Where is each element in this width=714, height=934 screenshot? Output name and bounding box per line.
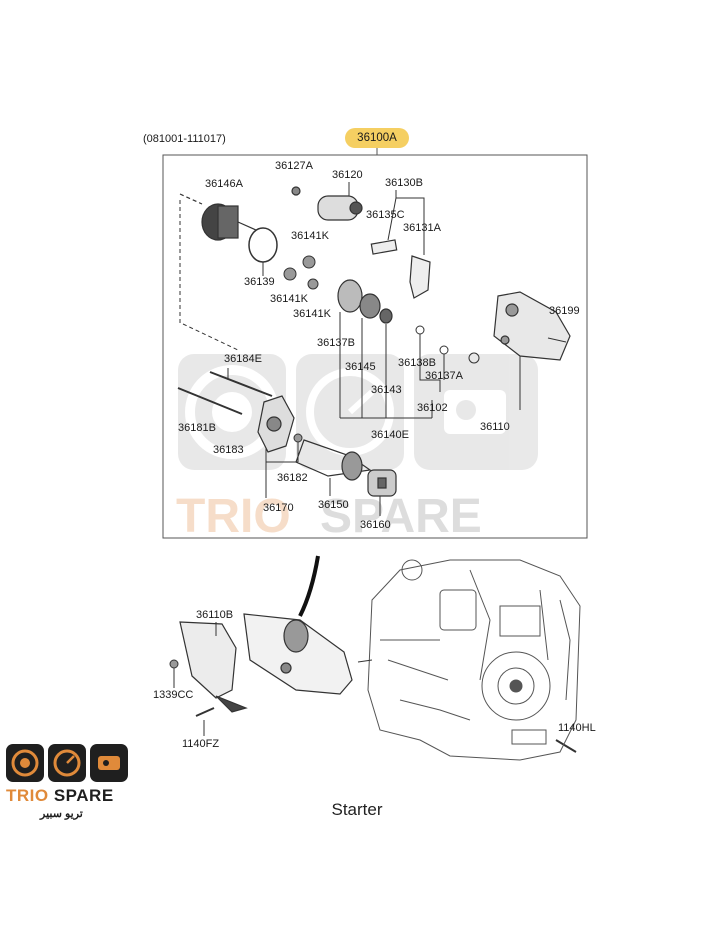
starter-assembly-drawing [243, 613, 353, 695]
callout-36181B[interactable]: 36181B [178, 422, 216, 434]
assembly-part-badge[interactable]: 36100A [345, 128, 409, 148]
nut-part [302, 255, 316, 269]
callout-36199[interactable]: 36199 [549, 305, 580, 317]
watermark-logo [178, 354, 538, 470]
callout-36110B[interactable]: 36110B [196, 609, 234, 621]
callout-36137A[interactable]: 36137A [425, 370, 463, 382]
through-bolt-part [209, 371, 273, 397]
brand-name-part2: SPARE [53, 786, 114, 805]
callout-36183[interactable]: 36183 [213, 444, 244, 456]
callout-36146A[interactable]: 36146A [205, 178, 243, 190]
solenoid-part [291, 186, 363, 221]
ring-part-2 [439, 345, 449, 355]
callout-36160[interactable]: 36160 [360, 519, 391, 531]
callout-36170[interactable]: 36170 [263, 502, 294, 514]
nut-part-3 [307, 278, 319, 290]
brand-logo [6, 744, 128, 782]
lever-part [370, 239, 431, 299]
upper-assembly-frame [162, 154, 588, 539]
bolt-part-3 [555, 739, 577, 753]
ring-part [415, 325, 425, 335]
bush-part [468, 352, 480, 364]
brush-holder-part [367, 469, 397, 497]
callout-36137B[interactable]: 36137B [317, 337, 355, 349]
watermark-text-2: SPARE [320, 490, 482, 543]
callout-36182[interactable]: 36182 [277, 472, 308, 484]
engine-block-drawing [367, 559, 581, 761]
screw-part [293, 433, 303, 443]
callout-36141K-b[interactable]: 36141K [270, 293, 308, 305]
date-range-label: (081001-111017) [143, 133, 226, 145]
callout-36138B[interactable]: 36138B [398, 357, 436, 369]
nut-part-2 [283, 267, 297, 281]
yoke-part [295, 439, 372, 481]
callout-36143[interactable]: 36143 [371, 384, 402, 396]
bolt-part-2 [195, 707, 215, 717]
callout-36135C[interactable]: 36135C [366, 209, 405, 221]
diagram-caption: Starter [331, 800, 383, 819]
callout-36145[interactable]: 36145 [345, 361, 376, 373]
callout-36141K-c[interactable]: 36141K [293, 308, 331, 320]
brand-name-part1: TRIO [6, 786, 49, 805]
callout-1140HL[interactable]: 1140HL [558, 722, 596, 734]
watermark-text: TRIO [176, 490, 291, 543]
brand-arabic: تريو سبير [40, 808, 83, 820]
callout-36141K-a[interactable]: 36141K [291, 230, 329, 242]
callout-36131A[interactable]: 36131A [403, 222, 441, 234]
callout-36139[interactable]: 36139 [244, 276, 275, 288]
through-bolt-part-2 [177, 387, 243, 415]
brand-name: TRIO SPARE [6, 786, 114, 806]
armature-part [179, 193, 257, 241]
callout-1140FZ[interactable]: 1140FZ [182, 738, 220, 750]
callout-36120[interactable]: 36120 [332, 169, 363, 181]
callout-36150[interactable]: 36150 [318, 499, 349, 511]
callout-36184E[interactable]: 36184E [224, 353, 262, 365]
front-housing-part [493, 291, 571, 361]
heat-shield-part [179, 621, 248, 713]
callout-36102[interactable]: 36102 [417, 402, 448, 414]
rear-bracket-part [257, 395, 295, 453]
callout-1339CC[interactable]: 1339CC [153, 689, 194, 701]
callout-36130B[interactable]: 36130B [385, 177, 423, 189]
pinion-part [337, 279, 393, 324]
callout-36127A[interactable]: 36127A [275, 160, 313, 172]
pointer-arrow [298, 555, 320, 617]
bolt-part [169, 659, 179, 669]
shield-ring-part [248, 227, 278, 263]
callout-36140E[interactable]: 36140E [371, 429, 409, 441]
callout-36110[interactable]: 36110 [480, 421, 510, 433]
